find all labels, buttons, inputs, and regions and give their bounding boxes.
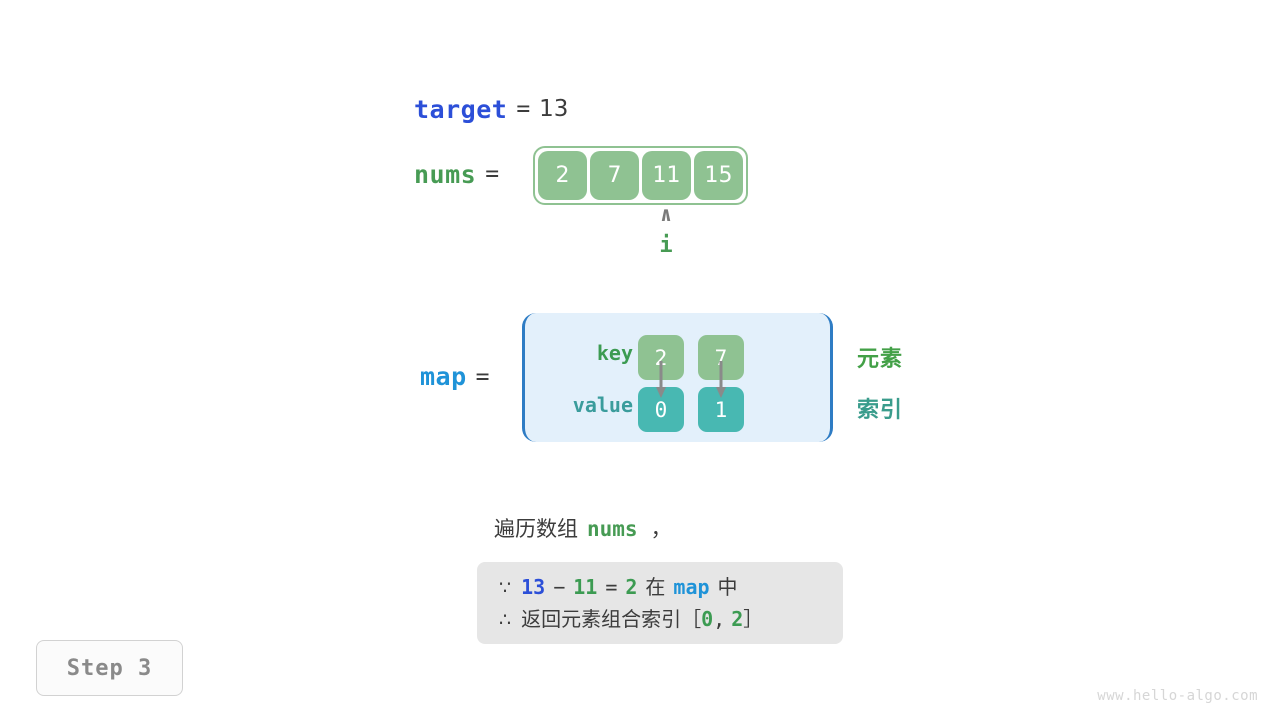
map-key-box: 2 xyxy=(638,335,684,380)
array-cell: 15 xyxy=(694,151,743,200)
nums-array: 2 7 11 15 xyxy=(533,146,748,205)
map-key-box: 7 xyxy=(698,335,744,380)
map-value-box: 1 xyxy=(698,387,744,432)
note-equals-sign: = xyxy=(605,575,618,599)
step-badge-label: Step 3 xyxy=(66,655,153,681)
note-index-comma: , xyxy=(713,607,726,631)
map-container: key value 2 0 7 1 xyxy=(522,313,833,442)
map-variable-label: map xyxy=(420,362,467,391)
caption-line: 遍历数组 nums ， xyxy=(494,513,672,543)
target-equals-sign: = xyxy=(516,96,531,122)
because-symbol: ∵ xyxy=(499,577,512,599)
target-variable-label: target xyxy=(414,94,508,124)
note-index-second: 2 xyxy=(731,607,744,631)
therefore-symbol: ∴ xyxy=(499,609,512,631)
note-operand-current: 11 xyxy=(573,575,598,599)
note-map-label: map xyxy=(673,575,710,599)
side-label-element: 元素 xyxy=(857,347,904,372)
note-line-1: ∵ 13 − 11 = 2 在 map 中 xyxy=(477,571,843,603)
map-row-label-key: key xyxy=(596,341,633,365)
array-cell: 2 xyxy=(538,151,587,200)
array-cell: 11 xyxy=(642,151,691,200)
caret-up-icon: ∧ xyxy=(659,202,673,226)
note-within-text: 中 xyxy=(717,575,738,599)
map-entry: 7 1 xyxy=(698,335,744,432)
note-in-text: 在 xyxy=(645,575,666,599)
map-assignment: map = xyxy=(420,362,499,391)
nums-variable-label: nums xyxy=(414,159,477,189)
map-value-box: 0 xyxy=(638,387,684,432)
caption-text: 遍历数组 xyxy=(494,517,578,541)
watermark: www.hello-algo.com xyxy=(1097,688,1258,704)
note-box: ∵ 13 − 11 = 2 在 map 中 ∴ 返回元素组合索引 ［ 0 , 2… xyxy=(477,562,843,644)
step-badge: Step 3 xyxy=(36,640,183,696)
nums-assignment: nums = xyxy=(414,158,508,190)
map-grid: key value 2 0 7 1 xyxy=(525,313,830,442)
map-entry: 2 0 xyxy=(638,335,684,432)
note-bracket-close: ］ xyxy=(743,607,764,631)
caption-code-nums: nums xyxy=(587,517,638,541)
note-return-text: 返回元素组合索引 xyxy=(521,607,682,631)
note-result: 2 xyxy=(625,575,638,599)
array-cell: 7 xyxy=(590,151,639,200)
note-line-2: ∴ 返回元素组合索引 ［ 0 , 2 ］ xyxy=(477,603,843,635)
target-value: 13 xyxy=(539,96,569,122)
index-pointer: ∧ i xyxy=(636,202,696,261)
nums-equals-sign: = xyxy=(485,161,500,187)
target-assignment: target = 13 xyxy=(414,92,568,126)
side-label-index: 索引 xyxy=(857,398,904,423)
caption-punctuation: ， xyxy=(650,517,672,541)
pointer-label-i: i xyxy=(659,233,673,258)
note-minus-sign: − xyxy=(553,575,566,599)
note-bracket-open: ［ xyxy=(681,607,702,631)
note-index-first: 0 xyxy=(701,607,714,631)
map-equals-sign: = xyxy=(475,363,490,390)
map-row-label-value: value xyxy=(572,393,633,417)
note-operand-target: 13 xyxy=(521,575,546,599)
